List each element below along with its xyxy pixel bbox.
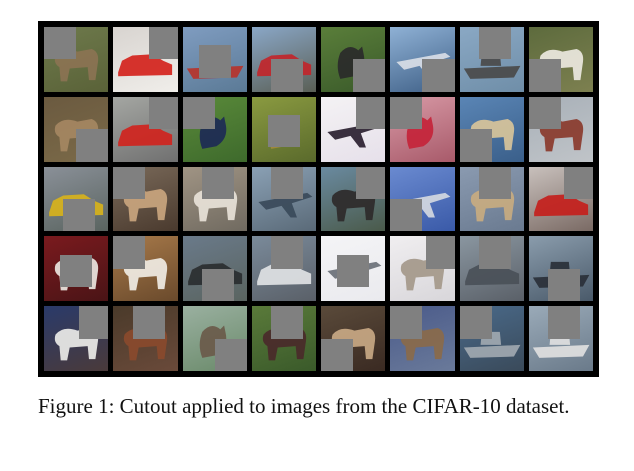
image-tile (321, 166, 386, 232)
cutout-patch (478, 236, 511, 269)
cutout-patch (422, 59, 455, 92)
cutout-patch (148, 96, 178, 130)
image-tile (390, 96, 455, 162)
image-tile (528, 166, 593, 232)
cutout-patch (390, 96, 423, 130)
cutout-patch (425, 236, 455, 269)
cutout-image-grid (38, 21, 599, 377)
car-silhouette (118, 54, 173, 77)
car-silhouette (118, 124, 173, 147)
cutout-patch (528, 96, 561, 130)
cutout-patch (548, 268, 581, 302)
cutout-patch (113, 166, 146, 199)
cutout-patch (63, 198, 96, 232)
cutout-patch (321, 338, 354, 371)
image-tile (113, 306, 178, 371)
image-tile (459, 27, 524, 92)
cutout-patch (267, 114, 300, 148)
image-tile (528, 236, 593, 302)
cutout-patch (548, 306, 581, 339)
image-tile (182, 236, 247, 302)
image-tile (459, 166, 524, 232)
cutout-patch (390, 306, 423, 339)
image-tile (459, 96, 524, 162)
image-tile (251, 236, 316, 302)
image-tile (528, 96, 593, 162)
cutout-patch (459, 306, 492, 339)
cutout-patch (148, 27, 178, 60)
cutout-patch (271, 306, 304, 339)
image-tile (251, 96, 316, 162)
image-tile (44, 96, 109, 162)
image-tile (182, 166, 247, 232)
image-tile (459, 236, 524, 302)
cutout-patch (478, 166, 511, 199)
cutout-patch (182, 96, 215, 130)
image-tile (182, 27, 247, 92)
image-tile (113, 27, 178, 92)
image-tile (251, 166, 316, 232)
cutout-patch (201, 268, 234, 302)
boat-silhouette (463, 52, 520, 79)
image-tile (321, 27, 386, 92)
cutout-patch (564, 166, 593, 199)
image-tile (390, 27, 455, 92)
cutout-patch (271, 59, 304, 92)
image-tile (251, 306, 316, 371)
image-tile (390, 236, 455, 302)
plane-silhouette (396, 192, 451, 218)
image-tile (321, 306, 386, 371)
cutout-patch (79, 306, 109, 339)
cutout-patch (356, 166, 386, 199)
cutout-patch (44, 27, 77, 60)
figure-caption: Figure 1: Cutout applied to images from … (38, 394, 570, 418)
image-tile (390, 306, 455, 371)
cutout-patch (459, 129, 492, 162)
image-tile (321, 236, 386, 302)
cutout-patch (60, 254, 93, 287)
cutout-patch (390, 198, 423, 232)
boat-silhouette (532, 332, 590, 359)
image-tile (113, 96, 178, 162)
image-tile (113, 166, 178, 232)
image-tile (182, 306, 247, 371)
cutout-patch (356, 96, 386, 130)
boat-silhouette (463, 332, 520, 359)
cutout-patch (198, 45, 231, 78)
cutout-patch (214, 338, 247, 371)
cutout-patch (478, 27, 511, 60)
car-silhouette (533, 193, 588, 216)
image-tile (44, 27, 109, 92)
cutout-patch (76, 129, 109, 162)
cutout-patch (113, 236, 146, 269)
image-tile (528, 27, 593, 92)
cutout-patch (132, 306, 165, 339)
image-tile (44, 236, 109, 302)
image-tile (44, 306, 109, 371)
cutout-patch (337, 254, 370, 287)
image-tile (321, 96, 386, 162)
image-tile (182, 96, 247, 162)
cutout-patch (201, 166, 234, 199)
image-tile (251, 27, 316, 92)
car-silhouette (464, 263, 519, 286)
cutout-patch (271, 236, 304, 269)
cutout-patch (528, 59, 561, 92)
image-tile (528, 306, 593, 371)
image-tile (459, 306, 524, 371)
image-tile (44, 166, 109, 232)
car-silhouette (256, 263, 311, 286)
image-tile (390, 166, 455, 232)
cutout-patch (271, 166, 304, 199)
image-tile (113, 236, 178, 302)
cutout-patch (353, 59, 386, 92)
